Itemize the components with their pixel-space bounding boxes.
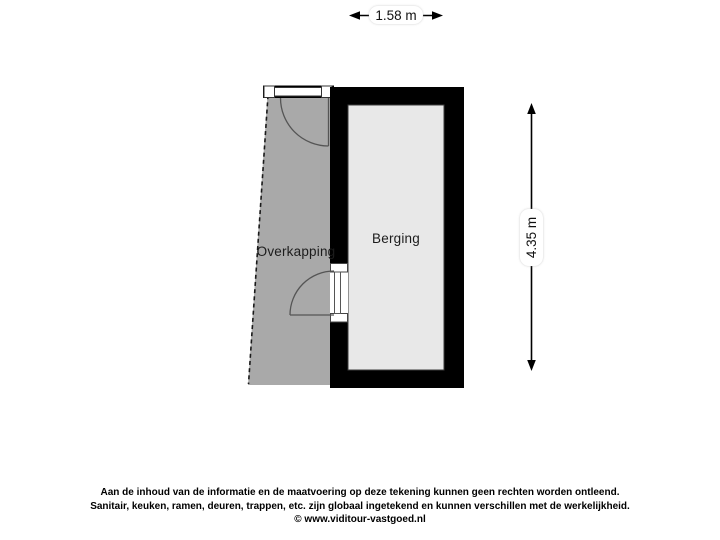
berging-floor <box>347 104 445 371</box>
height-dimension-label: 4.35 m <box>520 209 543 266</box>
width-dimension-arrowhead-left <box>349 11 360 20</box>
canopy-area <box>248 87 333 385</box>
side-door-panel <box>334 271 341 314</box>
height-dimension-arrowhead-top <box>527 103 536 114</box>
top-door-swing-arc <box>279 97 329 147</box>
room-label-berging: Berging <box>372 231 420 246</box>
top-door-jamb-left <box>263 85 275 98</box>
height-dimension-arrowhead-bottom <box>527 360 536 371</box>
width-dimension-arrowhead-right <box>432 11 443 20</box>
disclaimer-line-2: Sanitair, keuken, ramen, deuren, trappen… <box>90 500 630 512</box>
disclaimer-line-3: © www.viditour-vastgoed.nl <box>294 514 426 525</box>
width-dimension-label: 1.58 m <box>369 6 423 24</box>
room-label-overkapping: Overkapping <box>256 244 336 259</box>
disclaimer-line-1: Aan de inhoud van de informatie en de ma… <box>100 487 620 498</box>
side-door-swing-arc <box>289 270 335 316</box>
footer-disclaimer: Aan de inhoud van de informatie en de ma… <box>0 486 720 527</box>
top-door-frame <box>266 87 331 97</box>
canopy-dashed-boundary <box>247 87 270 385</box>
